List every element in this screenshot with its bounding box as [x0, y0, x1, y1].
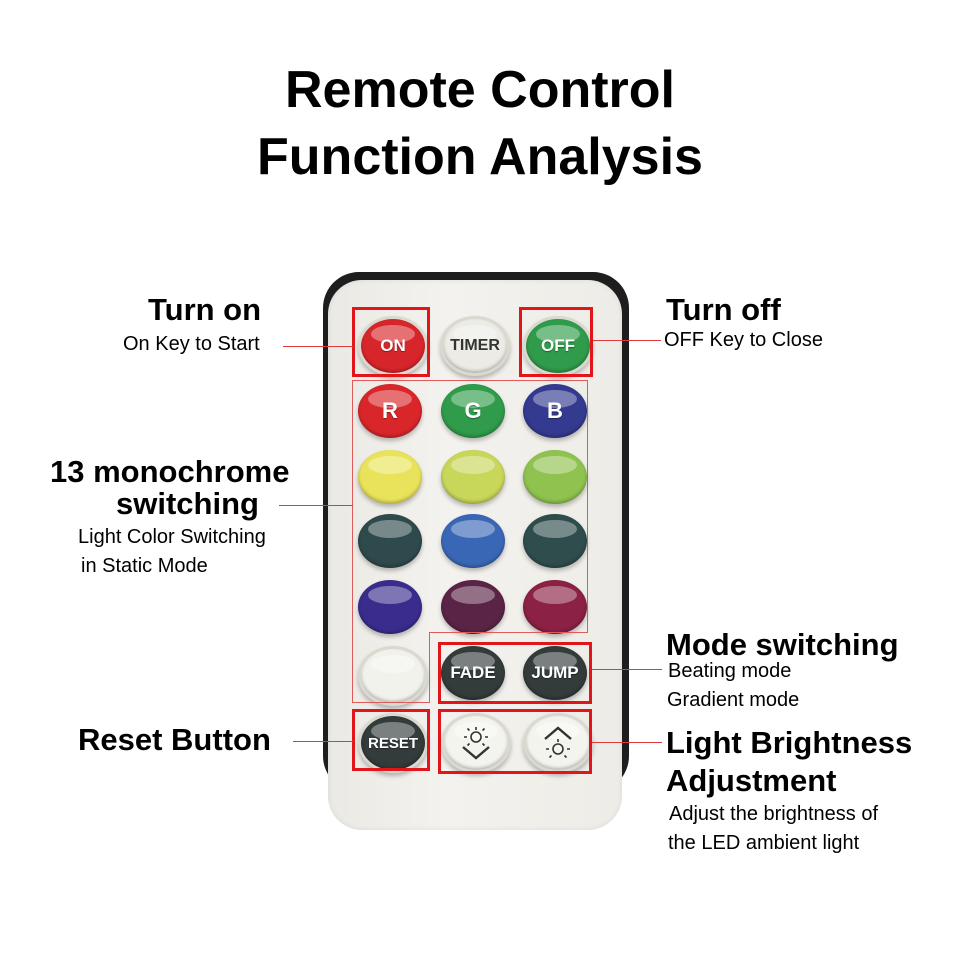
on-button-label: ON: [380, 336, 406, 355]
timer-button[interactable]: TIMER: [440, 316, 510, 376]
turn-off-heading: Turn off: [666, 292, 781, 327]
brightness-detail-line-2: the LED ambient light: [668, 832, 860, 854]
red-button-label: R: [382, 398, 398, 423]
magenta-color-button[interactable]: [523, 580, 587, 634]
turn-on-heading: Turn on: [148, 292, 262, 327]
light-green-color-button[interactable]: [523, 450, 587, 504]
brightness-heading-line-1: Light Brightness: [666, 725, 913, 760]
dark-teal-color-button[interactable]: [358, 514, 422, 568]
monochrome-detail-line-2: in Static Mode: [81, 555, 208, 577]
blue-button-label: B: [547, 398, 563, 423]
reset-heading: Reset Button: [78, 722, 271, 757]
color-grid-outline: [352, 380, 588, 633]
off-highlight-box: [519, 307, 593, 377]
brightness-up-icon: [544, 726, 572, 759]
reset-button-label: RESET: [367, 734, 418, 752]
color-grid-outline-lower: [352, 632, 430, 703]
jump-button[interactable]: JUMP: [523, 646, 587, 700]
title-line-1: Remote Control: [285, 61, 675, 119]
jump-button-label: JUMP: [531, 663, 579, 682]
blue-button[interactable]: B: [523, 384, 587, 438]
monochrome-heading-line-2: switching: [116, 486, 259, 521]
indigo-color-button[interactable]: [358, 580, 422, 634]
brightness-down-icon: [462, 727, 490, 760]
white-color-button[interactable]: [358, 646, 428, 706]
mode-detail-line-2: Gradient mode: [667, 689, 800, 711]
mode-leader-line: [592, 669, 662, 670]
reset-leader-line: [293, 741, 353, 742]
off-button-label: OFF: [541, 336, 575, 355]
dark-cyan-color-button[interactable]: [523, 514, 587, 568]
fade-button[interactable]: FADE: [441, 646, 505, 700]
lime-color-button[interactable]: [441, 450, 505, 504]
timer-button-label: TIMER: [450, 337, 500, 354]
mode-heading: Mode switching: [666, 627, 899, 662]
reset-highlight-box: [352, 709, 430, 771]
brightness-detail-line-1: Adjust the brightness of: [669, 803, 879, 825]
monochrome-leader-line: [279, 505, 353, 506]
yellow-color-button[interactable]: [358, 450, 422, 504]
turn-on-leader-line: [283, 346, 353, 347]
reset-button[interactable]: RESET: [358, 713, 428, 773]
monochrome-heading-line-1: 13 monochrome: [50, 454, 290, 489]
turn-off-leader-line: [593, 340, 661, 341]
fade-button-label: FADE: [450, 663, 496, 682]
title-line-2: Function Analysis: [257, 128, 703, 186]
monochrome-detail-line-1: Light Color Switching: [78, 526, 266, 548]
plum-color-button[interactable]: [441, 580, 505, 634]
turn-off-detail: OFF Key to Close: [664, 329, 823, 351]
green-button-label: G: [464, 398, 482, 423]
brightness-highlight-box: [438, 709, 592, 774]
brightness-leader-line: [592, 742, 662, 743]
turn-on-detail: On Key to Start: [123, 333, 260, 355]
on-highlight-box: [352, 307, 430, 377]
brightness-up-button[interactable]: [523, 713, 593, 773]
mode-detail-line-1: Beating mode: [668, 660, 792, 682]
color-grid-outline-step: [430, 632, 588, 633]
red-button[interactable]: R: [358, 384, 422, 438]
brightness-heading-line-2: Adjustment: [666, 763, 837, 798]
green-button[interactable]: G: [441, 384, 505, 438]
light-blue-color-button[interactable]: [441, 514, 505, 568]
mode-highlight-box: [438, 642, 592, 704]
